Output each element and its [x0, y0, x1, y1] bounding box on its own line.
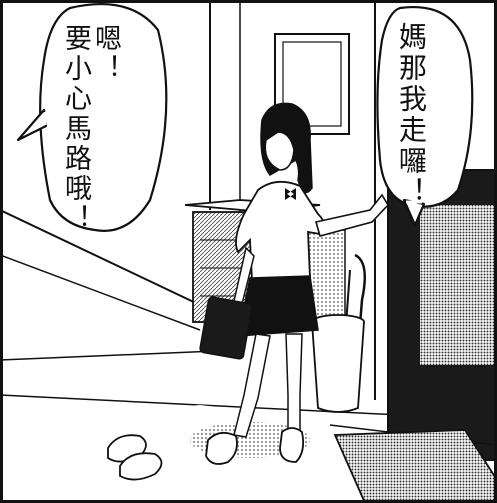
open-doorway — [387, 169, 497, 461]
speech-balloon-right — [376, 6, 474, 227]
girl-character — [199, 102, 389, 465]
doormat — [333, 429, 497, 503]
speech-text-right: 媽那我走囉！ — [395, 22, 428, 208]
slippers — [107, 434, 163, 481]
speech-balloon-left — [16, 2, 168, 232]
umbrella-stand — [311, 253, 367, 413]
speech-text-left: 嗯！ 要小心馬路哦！ — [60, 24, 121, 234]
wall-picture-frame — [274, 33, 350, 135]
